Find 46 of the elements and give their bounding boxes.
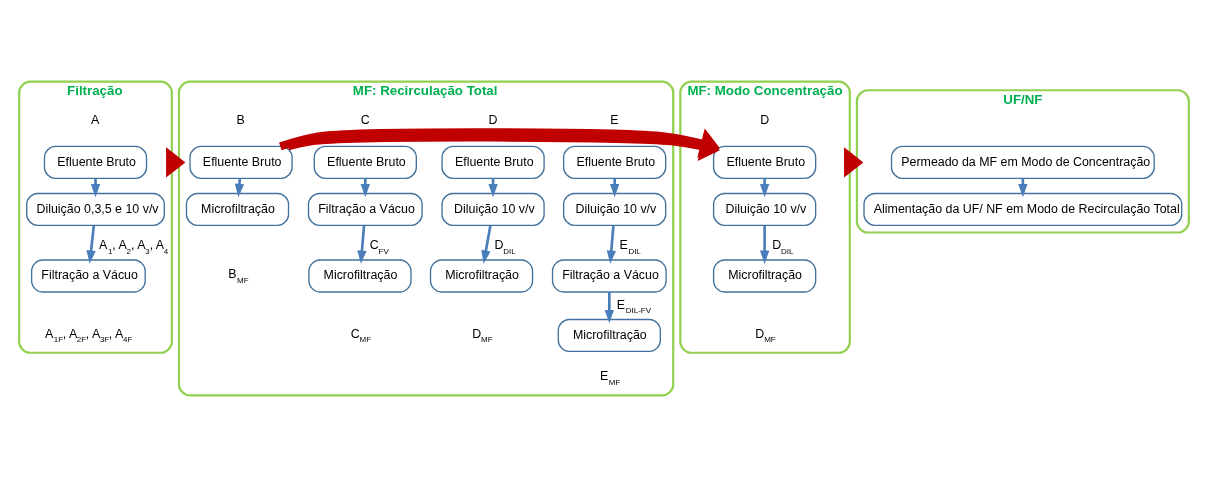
node-box: Diluição 0,3,5 e 10 v/v: [26, 192, 165, 227]
label: E: [610, 113, 619, 128]
node-label: C$_{MF}$: [350, 326, 372, 345]
node-box: Efluente Bruto: [712, 145, 817, 180]
node-box: Diluição 10 v/v: [712, 192, 817, 227]
arrow: [759, 225, 770, 264]
edge-label: C$_{FV}$: [369, 238, 389, 256]
edge-label: D$_{DIL}$: [772, 238, 794, 256]
node-box: Microfiltração: [712, 259, 817, 293]
node-box: Filtração a Vácuo: [307, 192, 423, 227]
node-label: B$_{MF}$: [228, 267, 249, 285]
label: D: [760, 113, 770, 128]
node-box: Microfiltração: [429, 259, 534, 293]
node-box: Microfiltração: [185, 192, 290, 227]
node-box: Microfiltração: [308, 259, 412, 293]
node-box: Diluição 10 v/v: [562, 192, 667, 227]
arrow: [844, 147, 864, 178]
node-box: Efluente Bruto: [43, 145, 148, 180]
node-label: E$_{MF}$: [600, 369, 621, 387]
node-box: Filtração a Vácuo: [30, 259, 146, 293]
node-label: D$_{MF}$: [472, 326, 493, 345]
arrow: [166, 147, 186, 178]
label: C: [360, 113, 370, 128]
edge-label: A$_{1}$, A$_{2}$, A$_{3}$, A$_{4}$: [99, 238, 169, 256]
label: A: [91, 113, 100, 128]
edge-label: D$_{DIL}$: [494, 238, 516, 256]
arrow: [357, 225, 367, 264]
arrow: [606, 225, 616, 264]
label: B: [236, 113, 245, 128]
node-label: D$_{MF}$: [755, 326, 776, 345]
node-box: Permeado da MF em Modo de Concentração: [890, 145, 1155, 180]
node-box: Diluição 10 v/v: [441, 192, 545, 227]
arrow: [604, 292, 614, 324]
edge-label: E$_{DIL-FV}$: [616, 297, 651, 316]
node-label: A$_{1F}$, A$_{2F}$, A$_{3F}$, A$_{4F}$: [44, 326, 133, 345]
arrow: [481, 225, 492, 264]
node-box: Alimentação da UF/ NF em Modo de Recirculação Total: [863, 192, 1183, 227]
node-box: Microfiltração: [557, 318, 661, 353]
node-box: Efluente Bruto: [441, 145, 545, 180]
node-box: Filtração a Vácuo: [551, 259, 667, 293]
arrow: [86, 225, 96, 264]
node-box: Efluente Bruto: [189, 145, 293, 180]
node-box: Efluente Bruto: [313, 145, 417, 180]
edge-label: E$_{DIL}$: [619, 238, 641, 256]
node-box: Efluente Bruto: [562, 145, 667, 180]
label: D: [488, 113, 498, 128]
